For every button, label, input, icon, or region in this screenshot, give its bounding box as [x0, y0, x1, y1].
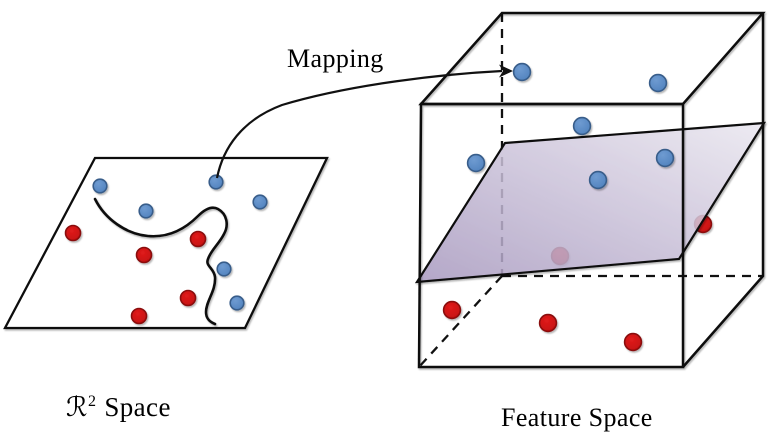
- r2-blue-dot: [229, 295, 245, 311]
- feature-blue-dot: [512, 62, 532, 82]
- cube-hidden-left-bottom-edge: [418, 275, 503, 368]
- feature-space-label: Feature Space: [501, 403, 653, 433]
- feature-blue-dot: [648, 73, 668, 93]
- feature-blue-dot: [466, 153, 486, 173]
- r2-blue-dot: [208, 174, 224, 190]
- r2-red-dot: [179, 289, 197, 307]
- feature-blue-dot: [655, 148, 675, 168]
- cube-top-face: [418, 11, 766, 106]
- r2-blue-dot: [92, 178, 108, 194]
- r2-red-dot: [189, 230, 207, 248]
- r2-space-label: ℛ2 Space: [66, 392, 171, 423]
- cube-hidden-edges: [418, 13, 762, 368]
- feature-red-dot: [442, 300, 462, 320]
- cube-right-face-edges: [682, 13, 765, 368]
- separating-curve: [93, 197, 228, 326]
- separating-hyperplane: [414, 121, 767, 284]
- r2-red-dot: [130, 307, 148, 325]
- mapping-label-text: Mapping: [287, 44, 384, 73]
- r2-plane: [3, 156, 329, 330]
- r2-blue-dot: [252, 194, 268, 210]
- feature-blue-dot: [588, 170, 608, 190]
- mapping-label: Mapping: [287, 44, 384, 74]
- feature-blue-dot: [572, 116, 592, 136]
- feature-space-label-text: Feature Space: [501, 403, 653, 432]
- feature-space-blue-dots: [466, 62, 675, 190]
- r2-blue-dot: [216, 261, 232, 277]
- feature-space-red-dots: [442, 300, 643, 352]
- feature-red-dot: [538, 313, 558, 333]
- mapping-arrow: [215, 69, 503, 179]
- cube-edges: [417, 11, 766, 369]
- r2-blue-dot: [138, 203, 154, 219]
- r2-exponent: 2: [87, 393, 97, 410]
- r2-red-dot: [64, 224, 82, 242]
- feature-red-dot: [623, 332, 643, 352]
- r2-space-blue-dots: [92, 174, 268, 311]
- r2-space-word: Space: [104, 392, 171, 422]
- r2-red-dot: [135, 246, 153, 264]
- mapping-arrowhead-icon: [499, 64, 513, 78]
- r2-space-red-dots: [64, 224, 207, 325]
- script-r-symbol: ℛ: [66, 392, 88, 423]
